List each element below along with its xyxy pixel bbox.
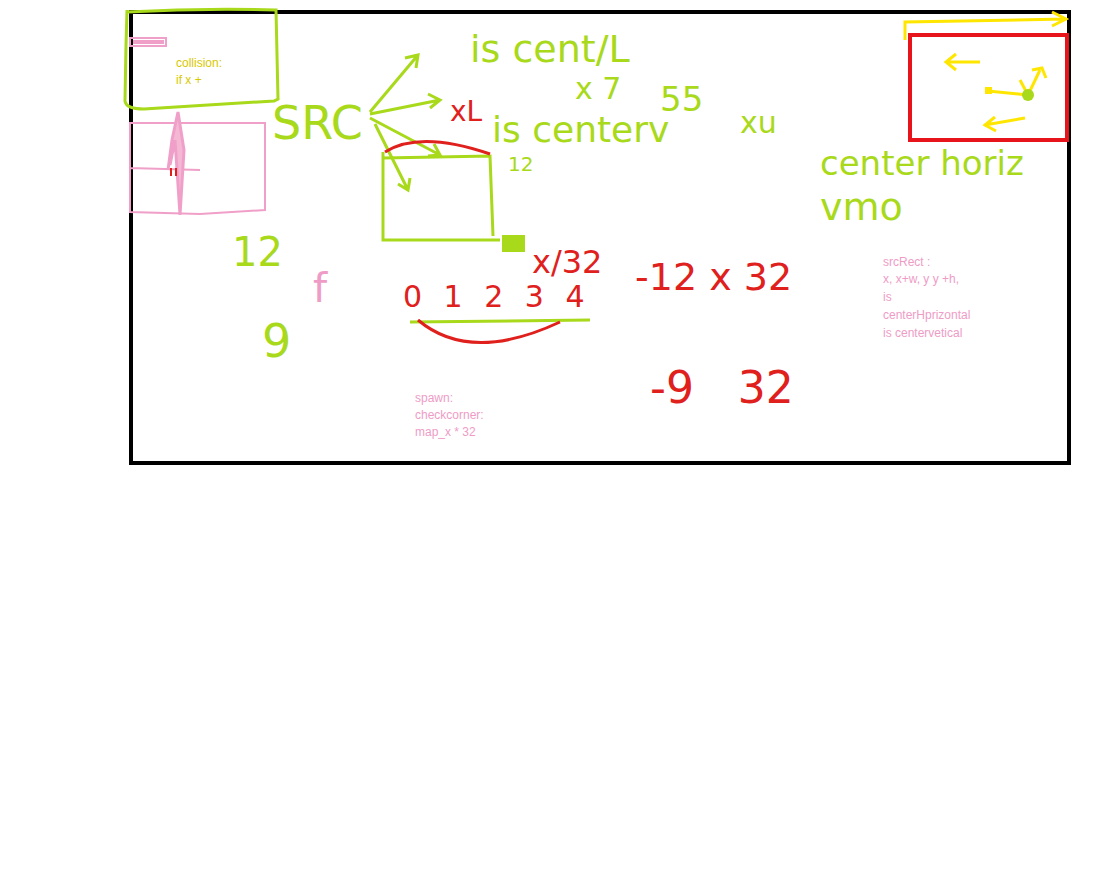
yellow-arrows xyxy=(985,68,1046,131)
note-text: if x + xyxy=(176,72,222,89)
note-text: checkcorner: xyxy=(415,409,484,421)
red-curve xyxy=(385,141,490,154)
handwritten-label: 55 xyxy=(660,82,703,116)
handwritten-number: 9 xyxy=(262,318,291,364)
yellow-dot xyxy=(985,87,992,94)
red-marks xyxy=(171,168,176,176)
handwritten-number: 12 xyxy=(508,154,533,174)
handwritten-label: is cent/L xyxy=(470,30,630,68)
handwritten-label: vmo xyxy=(820,188,903,226)
note-text: map_x * 32 xyxy=(415,426,476,438)
handwritten-formula: -9 32 xyxy=(650,366,794,410)
pink-box xyxy=(130,123,265,214)
handwritten-label: xu xyxy=(740,108,777,138)
green-box xyxy=(383,152,500,240)
note-box: collision:if x + xyxy=(124,5,280,111)
index-row: 0 1 2 3 4 xyxy=(403,282,585,312)
scribble-outline xyxy=(125,9,278,109)
note-text: is centervetical xyxy=(883,327,962,339)
note-text: srcRect : xyxy=(883,256,930,268)
handwritten-number: 12 xyxy=(232,232,283,272)
yellow-arrow xyxy=(946,54,980,70)
handwritten-label: f xyxy=(313,268,327,308)
green-square xyxy=(502,235,525,252)
handwritten-label: SRC xyxy=(272,100,363,146)
handwritten-label: is centerv xyxy=(492,112,669,148)
note-text: is xyxy=(883,291,892,303)
note-text: centerHprizontal xyxy=(883,309,970,321)
handwritten-formula: x/32 xyxy=(532,246,602,278)
red-box xyxy=(910,35,1067,140)
note-text: spawn: xyxy=(415,392,453,404)
note-text: collision: xyxy=(176,55,222,72)
handwritten-formula: -12 x 32 xyxy=(635,258,792,296)
handwritten-label: x 7 xyxy=(575,74,621,104)
note-text: x, x+w, y y +h, xyxy=(883,273,959,285)
green-underline xyxy=(410,320,590,322)
green-dot xyxy=(1022,89,1034,101)
red-arc xyxy=(418,320,560,343)
pink-mark xyxy=(130,38,166,46)
frame xyxy=(131,12,1069,463)
pink-scribble xyxy=(168,112,184,215)
handwritten-label: xL xyxy=(450,98,482,126)
pink-scribble xyxy=(133,40,164,44)
green-arrows xyxy=(370,55,440,190)
handwritten-label: center horiz xyxy=(820,146,1024,180)
